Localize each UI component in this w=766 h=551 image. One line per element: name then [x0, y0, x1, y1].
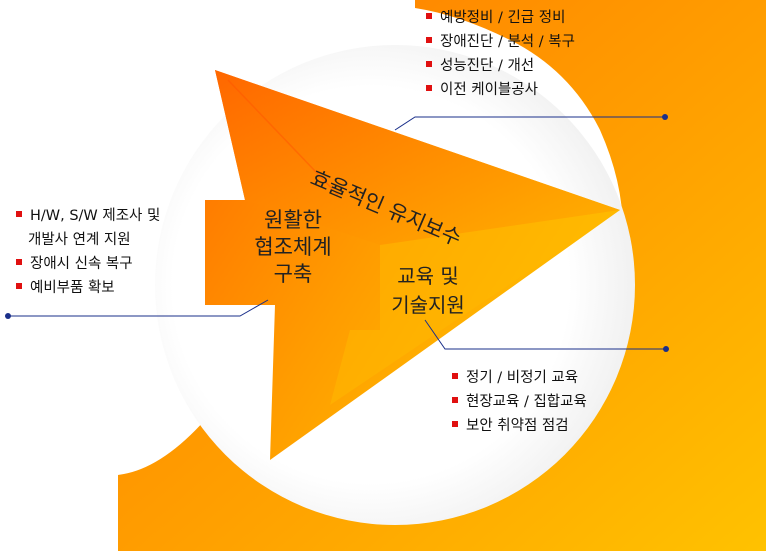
list-item: 예비부품 확보	[14, 276, 160, 300]
list-item: 장애시 신속 복구	[14, 252, 160, 276]
bullet-icon	[426, 85, 432, 91]
leader-line-top	[394, 116, 665, 131]
list-item: 개발사 연계 지원	[28, 232, 131, 248]
left-center-label: 원활한 협조체계 구축	[243, 207, 343, 288]
list-item: H/W, S/W 제조사 및	[14, 204, 160, 228]
bullet-icon	[426, 13, 432, 19]
right-label-line-2: 기술지원	[391, 293, 465, 317]
bullet-icon	[452, 421, 458, 427]
bullet-icon	[426, 37, 432, 43]
right-label-line-1: 교육 및	[397, 264, 459, 288]
bullet-icon	[426, 61, 432, 67]
bullet-icon	[16, 283, 22, 289]
leader-dot-bottom	[663, 346, 669, 352]
right-center-label: 교육 및 기술지원	[378, 262, 478, 320]
list-item: 현장교육 / 집합교육	[450, 390, 587, 414]
left-label-line-2: 협조체계	[254, 235, 332, 259]
bullet-icon	[16, 259, 22, 265]
inner-arrow	[330, 210, 620, 405]
top-right-list: 예방정비 / 긴급 정비 장애진단 / 분석 / 복구 성능진단 / 개선 이전…	[424, 6, 575, 102]
list-item: 예방정비 / 긴급 정비	[424, 6, 575, 30]
bullet-icon	[16, 211, 22, 217]
leader-dot-top	[662, 114, 668, 120]
left-label-line-3: 구축	[273, 262, 313, 286]
leader-dot-left	[5, 313, 11, 319]
arrow-top-facet	[215, 70, 620, 245]
bullet-icon	[452, 373, 458, 379]
list-item: 정기 / 비정기 교육	[450, 366, 587, 390]
leader-line-bottom	[424, 319, 666, 350]
bottom-right-list: 정기 / 비정기 교육 현장교육 / 집합교육 보안 취약점 점검	[450, 366, 587, 438]
arrow-facet-line	[227, 79, 339, 196]
leader-line-left	[8, 299, 269, 317]
background-swoosh	[118, 0, 766, 551]
list-item: 성능진단 / 개선	[424, 54, 575, 78]
left-list: H/W, S/W 제조사 및 개발사 연계 지원 장애시 신속 복구 예비부품 …	[14, 204, 160, 300]
left-label-line-1: 원활한	[264, 208, 322, 232]
list-item: 이전 케이블공사	[424, 78, 575, 102]
list-item: 보안 취약점 점검	[450, 414, 587, 438]
list-item: 장애진단 / 분석 / 복구	[424, 30, 575, 54]
bullet-icon	[452, 397, 458, 403]
